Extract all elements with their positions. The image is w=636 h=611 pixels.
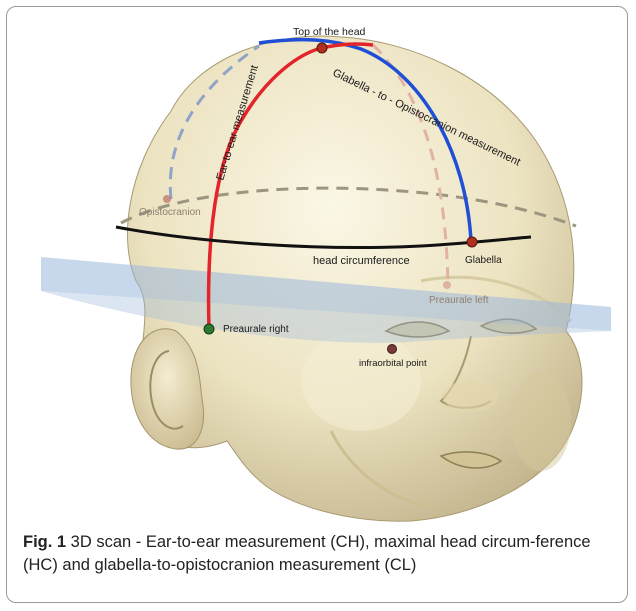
preaurale-right-point <box>204 324 214 334</box>
top-of-head-point <box>317 43 327 53</box>
preaurale-left-point <box>443 281 451 289</box>
label-infraorbital-point: infraorbital point <box>359 358 427 369</box>
opistocranion-point <box>163 195 171 203</box>
caption-text: 3D scan - Ear-to-ear measurement (CH), m… <box>23 533 591 574</box>
label-opistocranion: Opistocranion <box>139 207 201 218</box>
figure-frame: Top of the head Glabella - to - Opistocr… <box>6 6 628 603</box>
label-preaurale-left: Preaurale left <box>429 295 489 306</box>
label-preaurale-right: Preaurale right <box>223 324 289 335</box>
figure-caption: Fig. 1 3D scan - Ear-to-ear measurement … <box>23 531 623 577</box>
label-head-circumference: head circumference <box>313 255 410 267</box>
infraorbital-point <box>388 345 397 354</box>
label-glabella: Glabella <box>465 255 502 266</box>
head-scan-figure: Top of the head Glabella - to - Opistocr… <box>7 7 628 527</box>
figure-number: Fig. 1 <box>23 533 66 551</box>
glabella-point <box>467 237 477 247</box>
label-top-of-head: Top of the head <box>293 26 366 38</box>
